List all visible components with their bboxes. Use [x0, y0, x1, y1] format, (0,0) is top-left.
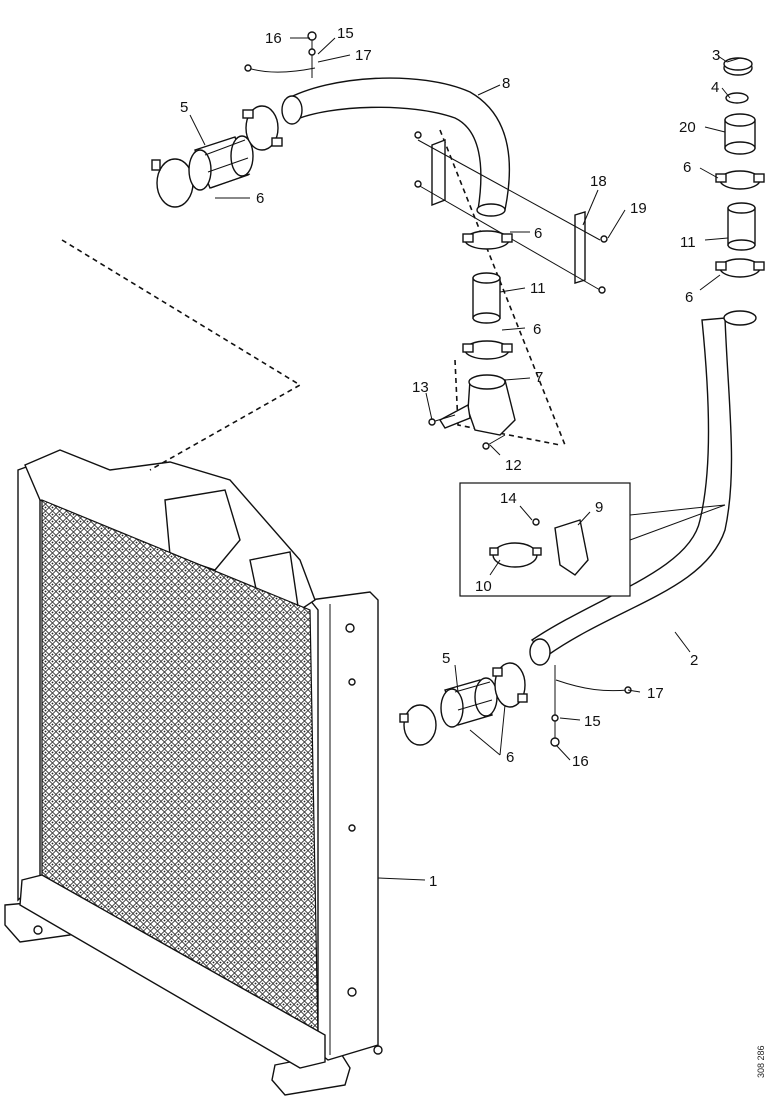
callout-6: 6	[506, 749, 514, 766]
callout-17: 17	[355, 47, 372, 64]
callout-6: 6	[533, 321, 541, 338]
callout-13: 13	[412, 379, 429, 396]
callout-10: 10	[475, 578, 492, 595]
upper-drain-fitting	[244, 31, 317, 78]
callout-18: 18	[590, 173, 607, 190]
callout-5: 5	[180, 99, 188, 116]
callout-14: 14	[500, 490, 517, 507]
leader-lines	[189, 37, 741, 881]
callout-6: 6	[256, 190, 264, 207]
callout-7: 7	[535, 369, 543, 386]
callout-6: 6	[685, 289, 693, 306]
callout-6: 6	[534, 225, 542, 242]
assembly-dash-lines	[61, 129, 566, 471]
callout-8: 8	[502, 75, 510, 92]
callout-6: 6	[683, 159, 691, 176]
callout-19: 19	[630, 200, 647, 217]
callout-1: 1	[429, 873, 437, 890]
hose-bracket	[414, 131, 608, 294]
lower-hose	[529, 310, 757, 666]
callout-15: 15	[337, 25, 354, 42]
lower-drain-fitting	[550, 665, 632, 747]
callout-11: 11	[680, 234, 696, 251]
upper-sleeve-group	[151, 105, 283, 208]
callout-20: 20	[679, 119, 696, 136]
upper-hose	[281, 77, 511, 217]
callout-9: 9	[595, 499, 603, 516]
lower-sleeve-group	[399, 662, 528, 746]
callout-4: 4	[711, 79, 719, 96]
callout-12: 12	[505, 457, 522, 474]
callout-3: 3	[712, 47, 720, 64]
callout-11: 11	[530, 280, 546, 297]
callout-labels: 16 15 17 8 5 6 3 4 20 6 18 19 6 11 11 6 …	[180, 25, 766, 1078]
clamp-detail-inset	[459, 482, 726, 597]
callout-16: 16	[265, 30, 282, 47]
callout-16: 16	[572, 753, 589, 770]
right-connector-stack	[715, 57, 765, 278]
callout-5: 5	[442, 650, 450, 667]
callout-17: 17	[647, 685, 664, 702]
callout-2: 2	[690, 652, 698, 669]
callout-15: 15	[584, 713, 601, 730]
upper-connector-stack	[428, 230, 516, 450]
figure-id: 308 286	[756, 1045, 766, 1078]
radiator	[4, 449, 383, 1096]
